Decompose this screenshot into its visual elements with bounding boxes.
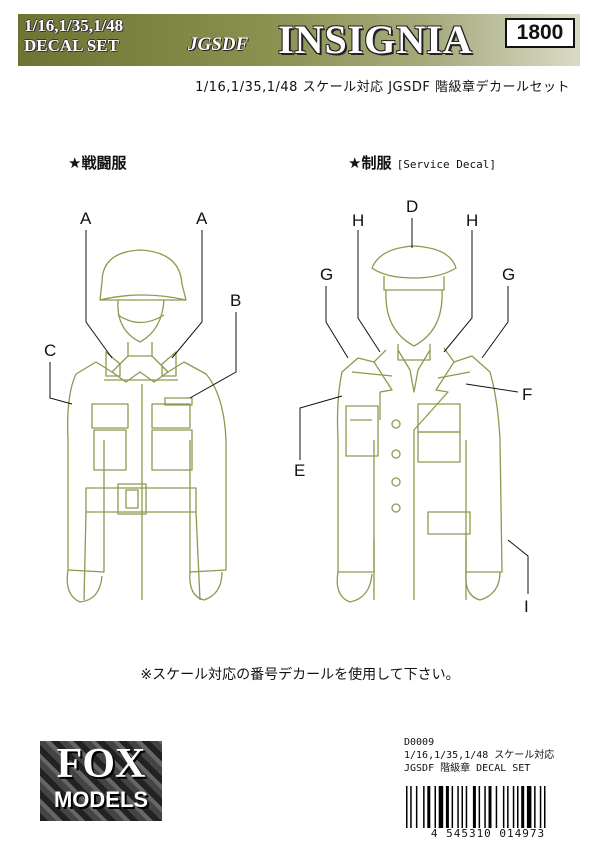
section-service: ★制服 [Service Decal] — [348, 152, 496, 173]
logo-models-text: MODELS — [53, 787, 149, 812]
barcode-number: 4 545310 014973 — [430, 827, 546, 840]
label-h-right: H — [466, 211, 478, 230]
label-b: B — [230, 291, 241, 310]
leader-lines — [49, 218, 529, 594]
section-combat: ★戦闘服 — [68, 152, 126, 173]
info-line-1: D0009 — [404, 737, 435, 748]
fox-models-logo: FOX MODELS — [40, 741, 162, 821]
jacket-button — [391, 449, 401, 459]
jacket-button — [391, 503, 401, 513]
combat-soldier-figure — [66, 249, 227, 603]
service-officer-figure — [336, 245, 503, 603]
label-a-left: A — [80, 209, 92, 228]
uniform-figures: A A B C D H H G G E F I — [44, 197, 532, 616]
section-service-label: ★制服 — [348, 154, 392, 172]
brand-label: JGSDF — [188, 34, 249, 55]
header-banner: 1/16,1/35,1/48 DECAL SET JGSDF INSIGNIA … — [18, 14, 580, 66]
subtitle: 1/16,1/35,1/48 スケール対応 JGSDF 階級章デカールセット — [195, 80, 570, 95]
section-combat-label: ★戦闘服 — [68, 154, 127, 172]
barcode — [406, 786, 546, 828]
product-info: D0009 1/16,1/35,1/48 スケール対応 JGSDF 階級章 DE… — [404, 736, 554, 775]
section-service-en: [Service Decal] — [396, 158, 497, 171]
scale-line: 1/16,1/35,1/48 — [24, 16, 124, 35]
label-h-left: H — [352, 211, 364, 230]
label-g-left: G — [320, 265, 333, 284]
label-d: D — [406, 197, 418, 216]
info-line-2: 1/16,1/35,1/48 スケール対応 — [404, 750, 555, 761]
label-e: E — [294, 461, 305, 480]
label-c: C — [44, 341, 56, 360]
decal-line: DECAL SET — [24, 36, 119, 55]
info-line-3: JGSDF 階級章 DECAL SET — [404, 763, 531, 774]
scale-title: 1/16,1/35,1/48 DECAL SET — [24, 16, 123, 56]
header-band — [18, 14, 580, 66]
logo-fox-text: FOX — [56, 741, 146, 787]
jacket-button — [391, 477, 401, 487]
label-g-right: G — [502, 265, 515, 284]
callout-labels: A A B C D H H G G E F I — [44, 197, 532, 616]
label-a-right: A — [196, 209, 208, 228]
label-i: I — [524, 597, 529, 616]
label-f: F — [522, 385, 532, 404]
product-code: 1800 — [505, 18, 575, 48]
page-title: INSIGNIA — [278, 17, 473, 62]
usage-note: ※スケール対応の番号デカールを使用して下さい。 — [140, 667, 460, 683]
officer-buttons — [391, 419, 401, 513]
jacket-button — [391, 419, 401, 429]
